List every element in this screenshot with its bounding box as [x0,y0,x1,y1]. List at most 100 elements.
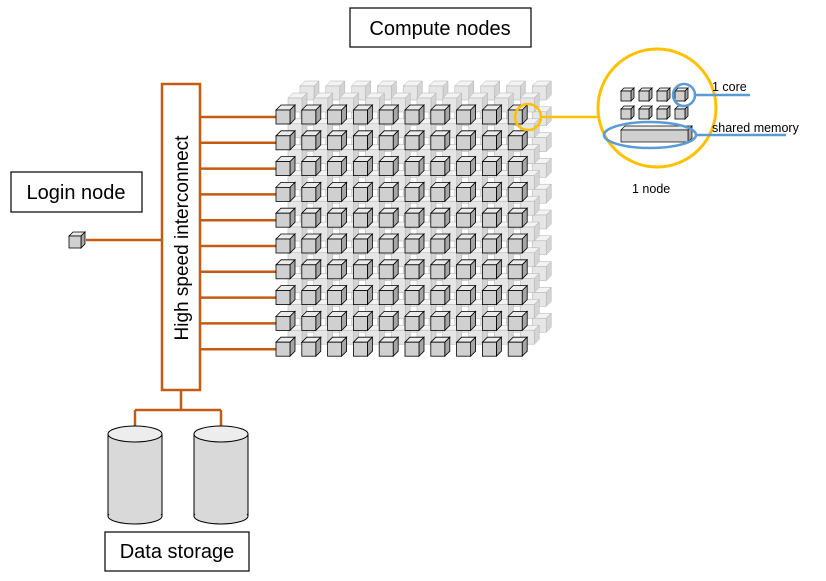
compute-node-cube-icon [455,258,477,280]
compute-node-cube-icon [352,258,374,280]
compute-node-cube-icon [326,181,348,203]
data-storage-label: Data storage [120,541,235,563]
core-cube-icon [656,105,671,120]
compute-node-cube-icon [275,336,296,358]
compute-node-cube-icon [455,336,477,358]
compute-node-cube-icon [300,181,322,203]
compute-node-cube-icon [275,233,296,254]
compute-node-cube-icon [404,207,425,229]
interconnect-label: High speed interconnect [172,135,193,341]
compute-node-cube-icon [481,336,503,358]
core-cube-icon [656,87,671,102]
compute-node-cube-icon [507,336,529,358]
compute-nodes-label: Compute nodes [369,18,510,40]
compute-node-cube-icon [300,129,322,151]
compute-node-cube-icon [352,233,374,254]
shared-memory-label: shared memory [712,121,800,135]
compute-node-cube-icon [429,310,451,332]
compute-node-cube-icon [507,258,529,280]
interconnect-bar: High speed interconnect [160,82,202,392]
compute-node-cube-icon [404,258,425,280]
login-node-box: Login node [10,171,143,213]
shared-memory-bar-icon [620,125,693,143]
compute-node-cube-icon [275,104,296,125]
compute-node-cube-icon [429,258,451,280]
compute-node-cube-icon [481,233,503,254]
compute-node-cube-icon [481,284,503,306]
compute-node-cube-icon [378,129,400,151]
compute-node-cube-icon [275,155,296,177]
interconnect-links [86,115,276,426]
compute-node-cube-icon [507,207,529,229]
compute-node-cube-icon [352,336,374,358]
compute-node-cube-icon [326,129,348,151]
data-storage-cylinders [107,425,249,525]
compute-node-cube-icon [378,155,400,177]
compute-node-cube-icon [429,233,451,254]
compute-node-cube-icon [404,129,425,151]
node-zoom-callout: 1 core shared memory 1 node [513,47,800,196]
core-cube-icon [638,87,653,102]
compute-node-cube-icon [378,181,400,203]
compute-node-cube-icon [429,207,451,229]
compute-node-cube-icon [404,104,425,125]
compute-node-cube-icon [481,129,503,151]
compute-node-cube-icon [404,336,425,358]
compute-node-cube-icon [455,181,477,203]
compute-node-cube-icon [507,155,529,177]
compute-node-cube-icon [352,129,374,151]
compute-node-cube-icon [507,129,529,151]
compute-node-cube-icon [404,181,425,203]
node-zoom-circle [596,47,718,169]
compute-node-cube-icon [352,104,374,125]
compute-node-cube-icon [352,155,374,177]
login-node-label: Login node [27,182,126,204]
compute-node-cube-icon [352,207,374,229]
compute-node-cube-icon [352,310,374,332]
compute-node-back-cube-icon [531,106,552,127]
compute-node-cube-icon [326,104,348,125]
compute-node-cube-icon [300,233,322,254]
compute-node-cube-icon [300,336,322,358]
core-cube-icon [674,87,689,102]
core-cube-icon [638,105,653,120]
compute-node-cube-icon [326,233,348,254]
compute-node-cube-icon [378,207,400,229]
compute-node-cube-icon [455,310,477,332]
compute-node-cube-icon [507,181,529,203]
compute-node-cube-icon [300,310,322,332]
compute-node-cube-icon [429,129,451,151]
compute-node-cube-icon [481,181,503,203]
compute-node-cube-icon [481,104,503,125]
compute-node-cube-icon [455,233,477,254]
compute-node-back-cube-icon [519,247,540,268]
compute-node-cube-icon [275,181,296,203]
compute-node-cube-icon [378,336,400,358]
compute-node-cube-icon [275,207,296,229]
compute-node-cube-icon [481,155,503,177]
compute-node-cube-icon [404,155,425,177]
compute-node-cube-icon [378,284,400,306]
compute-node-cube-icon [507,284,529,306]
compute-node-cube-icon [455,129,477,151]
data-storage-box: Data storage [104,531,250,572]
compute-node-cube-icon [300,258,322,280]
compute-node-cube-icon [455,284,477,306]
compute-node-cube-icon [429,104,451,125]
compute-node-cube-icon [455,155,477,177]
compute-node-cube-icon [481,207,503,229]
cube-icon [68,231,86,249]
compute-node-cube-icon [429,155,451,177]
compute-node-cube-icon [455,207,477,229]
one-core-label: 1 core [712,80,747,94]
compute-node-cube-icon [275,258,296,280]
compute-node-cube-icon [275,284,296,306]
core-cube-icon [674,105,689,120]
compute-node-cube-icon [275,129,296,151]
compute-node-cube-icon [300,207,322,229]
cylinder-icon [107,425,163,525]
compute-node-cube-icon [352,284,374,306]
compute-node-cube-icon [455,104,477,125]
compute-node-cube-icon [404,233,425,254]
